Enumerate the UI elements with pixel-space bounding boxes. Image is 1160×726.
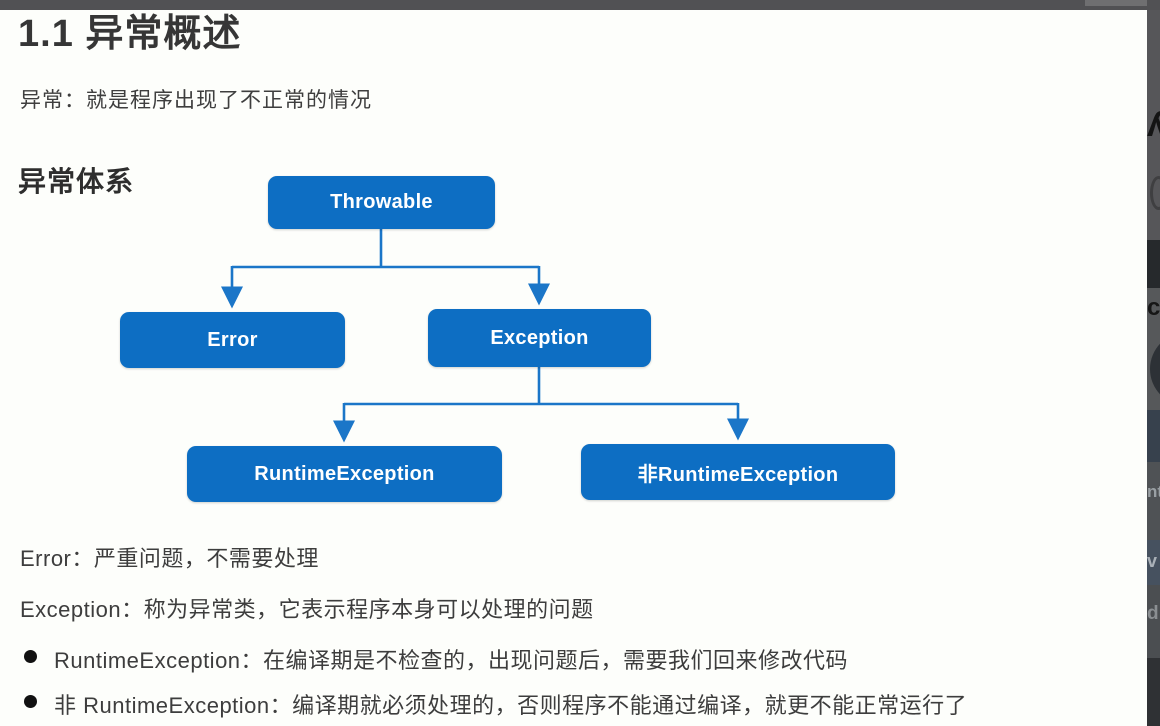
strip-gray-segment bbox=[1147, 462, 1160, 540]
bullet-icon bbox=[24, 650, 37, 663]
node-error: Error bbox=[120, 312, 345, 368]
node-throwable: Throwable bbox=[268, 176, 495, 229]
intro-text: 异常：就是程序出现了不正常的情况 bbox=[20, 89, 372, 112]
bullet-non-runtime-exception: 非 RuntimeException：编译期就必须处理的，否则程序不能通过编译，… bbox=[24, 688, 967, 720]
node-exception: Exception bbox=[428, 309, 651, 367]
strip-slate-segment bbox=[1147, 540, 1160, 585]
bullet-text: 非 RuntimeException：编译期就必须处理的，否则程序不能通过编译，… bbox=[54, 693, 968, 718]
circle-outline-icon bbox=[1150, 176, 1160, 210]
section-heading: 异常体系 bbox=[18, 166, 135, 197]
right-edge-strip: y c nt v d bbox=[1147, 0, 1160, 726]
clipped-glyph: y bbox=[1147, 110, 1160, 148]
avatar bbox=[1150, 332, 1160, 406]
strip-dark-segment bbox=[1147, 658, 1160, 726]
clipped-letter-d: d bbox=[1147, 603, 1159, 624]
bullet-runtime-exception: RuntimeException：在编译期是不检查的，出现问题后，需要我们回来修… bbox=[24, 643, 848, 675]
window-top-bar-highlight bbox=[1085, 0, 1147, 6]
page-title: 1.1 异常概述 bbox=[18, 13, 242, 55]
exception-note: Exception：称为异常类，它表示程序本身可以处理的问题 bbox=[20, 597, 594, 622]
bullet-icon bbox=[24, 695, 37, 708]
strip-gray-segment bbox=[1147, 585, 1160, 658]
strip-dark-segment bbox=[1147, 240, 1160, 288]
node-runtime-exception: RuntimeException bbox=[187, 446, 502, 502]
node-non-runtime-exception: 非RuntimeException bbox=[581, 444, 895, 500]
clipped-letter-v: v bbox=[1147, 551, 1158, 571]
window-top-bar bbox=[0, 0, 1160, 10]
bullet-text: RuntimeException：在编译期是不检查的，出现问题后，需要我们回来修… bbox=[54, 648, 849, 673]
clipped-letter-c: c bbox=[1147, 294, 1160, 321]
strip-slate-segment bbox=[1147, 410, 1160, 462]
error-note: Error：严重问题，不需要处理 bbox=[20, 546, 319, 571]
clipped-letters-nt: nt bbox=[1147, 482, 1160, 501]
